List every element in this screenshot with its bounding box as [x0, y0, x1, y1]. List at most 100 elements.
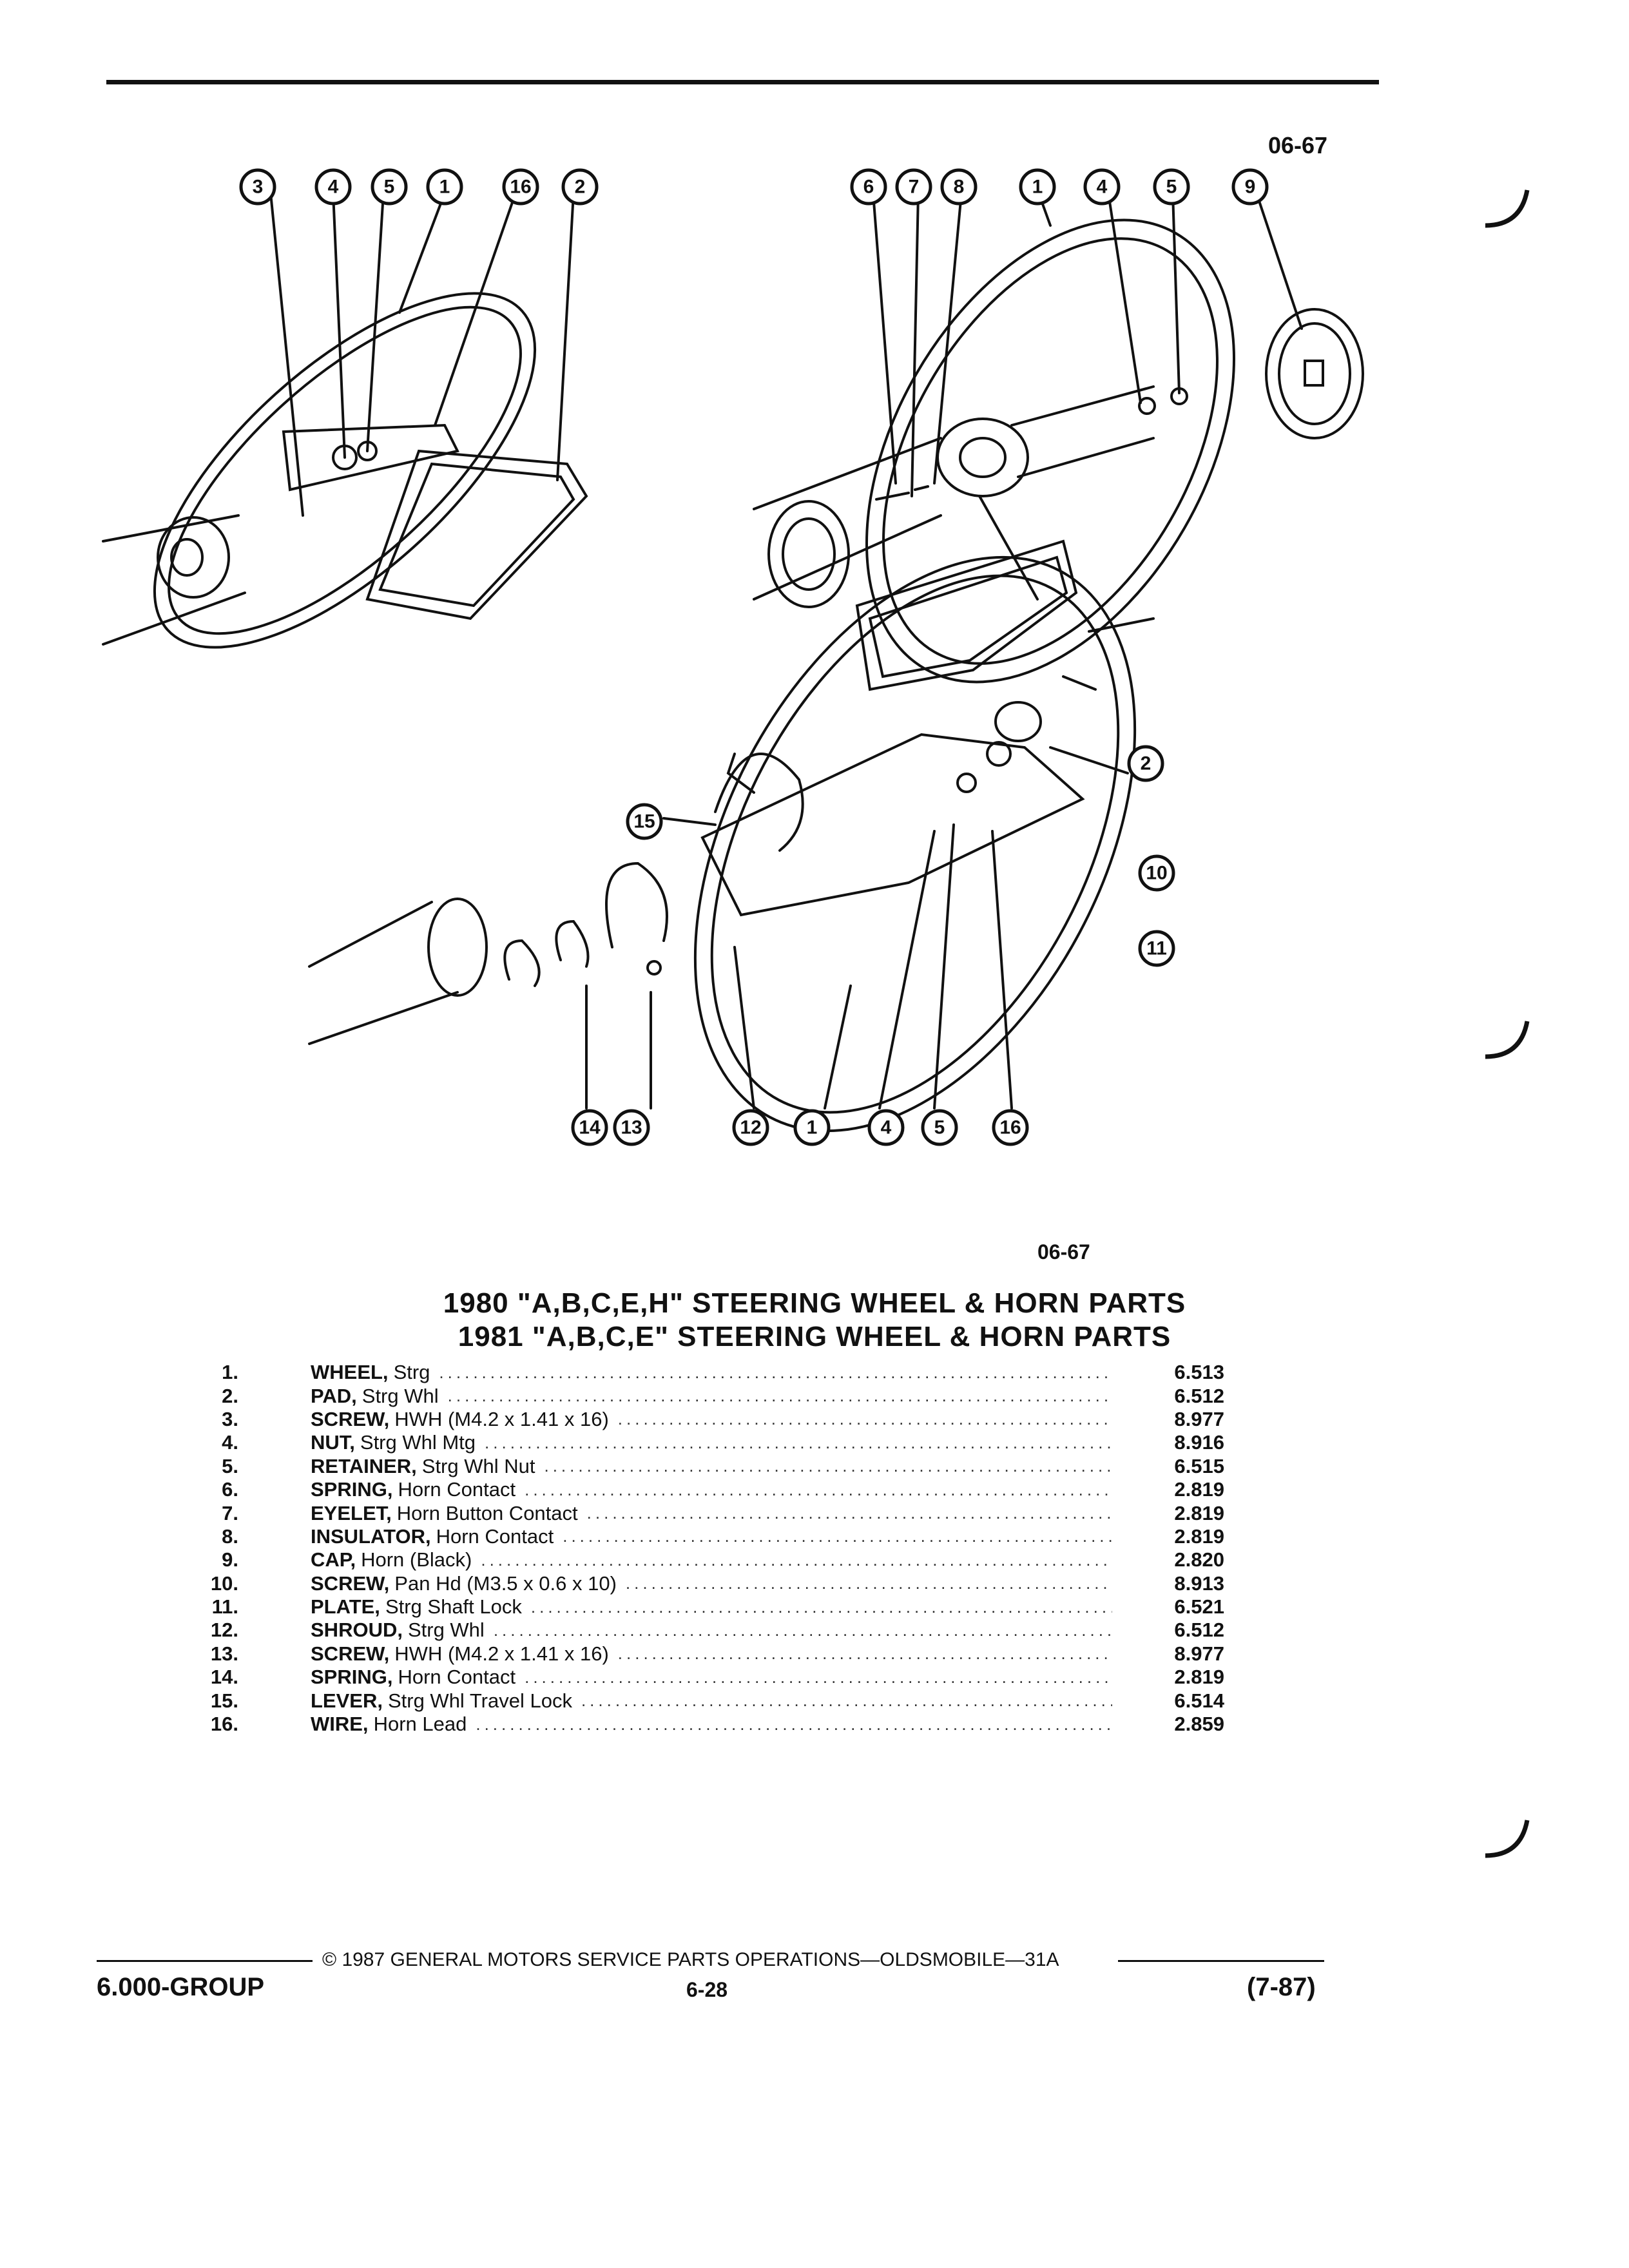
part-name: NUT, [311, 1431, 355, 1454]
group-code: 2.819 [1174, 1666, 1224, 1689]
part-row: 13.SCREW,HWH (M4.2 x 1.41 x 16).........… [193, 1642, 1224, 1666]
svg-text:14: 14 [579, 1117, 601, 1139]
part-name: SCREW, [311, 1571, 390, 1595]
leader-dots: ........................................… [525, 1667, 1112, 1687]
svg-text:9: 9 [1245, 177, 1256, 198]
part-row: 4. NUT,Strg Whl Mtg......................… [193, 1431, 1224, 1454]
group-code: 2.820 [1174, 1548, 1224, 1571]
callout-tr-1: 7 [895, 168, 932, 206]
footer-rule-right [1118, 1960, 1324, 1962]
leader-dots: ........................................… [544, 1456, 1112, 1476]
part-name: SCREW, [311, 1407, 390, 1430]
callout-tl-3: 1 [426, 168, 463, 206]
callout-tl-5: 2 [561, 168, 599, 206]
part-number: 12. [210, 1619, 238, 1642]
part-description: Horn Contact [398, 1666, 516, 1689]
group-code: 2.819 [1174, 1524, 1224, 1548]
part-description: Strg Shaft Lock [385, 1595, 522, 1619]
svg-text:1: 1 [807, 1117, 818, 1139]
diagram-top-left [102, 192, 588, 649]
part-row: 15. LEVER,Strg Whl Travel Lock...........… [193, 1689, 1224, 1712]
leader-dots: ........................................… [485, 1432, 1112, 1452]
part-description: Strg Whl Mtg [360, 1431, 476, 1454]
revision-date: (7-87) [1247, 1973, 1316, 2001]
part-row: 5.RETAINER,Strg Whl Nut.................… [193, 1455, 1224, 1478]
callout-tr-0: 6 [850, 168, 887, 206]
part-description: Strg Whl Nut [421, 1454, 535, 1477]
group-code: 8.977 [1174, 1407, 1224, 1430]
svg-text:1: 1 [1032, 177, 1043, 198]
part-number: 8. [222, 1524, 238, 1548]
part-name: SHROUD, [311, 1619, 403, 1642]
part-number: 13. [210, 1642, 238, 1665]
callout-tr-6: 9 [1231, 168, 1269, 206]
callout-b-5: 5 [921, 1109, 958, 1146]
svg-text:4: 4 [1097, 177, 1108, 198]
part-description: Strg Whl Travel Lock [387, 1689, 572, 1712]
svg-text:12: 12 [740, 1117, 761, 1139]
callout-b-2: 12 [732, 1109, 769, 1146]
svg-text:2: 2 [1141, 753, 1152, 774]
svg-text:8: 8 [954, 177, 965, 198]
callout-tr-3: 1 [1019, 168, 1056, 206]
binding-mark [1485, 1021, 1530, 1059]
copyright: © 1987 GENERAL MOTORS SERVICE PARTS OPER… [322, 1949, 1059, 1970]
part-number: 3. [222, 1407, 238, 1430]
part-number: 2. [222, 1384, 238, 1407]
leader-dots: ........................................… [581, 1691, 1112, 1711]
leader-dots: ........................................… [563, 1526, 1112, 1546]
svg-text:13: 13 [621, 1117, 642, 1139]
callout-tl-0: 3 [239, 168, 276, 206]
part-row: 16.WIRE,Horn Lead.......................… [193, 1713, 1224, 1736]
title-1981: 1981 "A,B,C,E" STEERING WHEEL & HORN PAR… [458, 1321, 1171, 1352]
svg-text:10: 10 [1146, 863, 1167, 884]
callout-b-3: 1 [793, 1109, 831, 1146]
binding-mark [1485, 189, 1530, 228]
part-number: 4. [222, 1431, 238, 1454]
leader-dots: ........................................… [525, 1479, 1112, 1499]
title-1980: 1980 "A,B,C,E,H" STEERING WHEEL & HORN P… [443, 1287, 1186, 1319]
part-name: SPRING, [311, 1478, 393, 1501]
part-name: PLATE, [311, 1595, 380, 1619]
callout-b-4: 4 [867, 1109, 905, 1146]
group-code: 6.515 [1174, 1454, 1224, 1477]
callout-rs-0: 2 [1127, 745, 1164, 782]
svg-text:5: 5 [934, 1117, 945, 1139]
part-name: INSULATOR, [311, 1524, 431, 1548]
svg-text:7: 7 [909, 177, 920, 198]
figure-code: 06-67 [1268, 132, 1328, 159]
footer-rule-left [97, 1960, 313, 1962]
svg-text:3: 3 [253, 177, 264, 198]
group-code: 6.512 [1174, 1384, 1224, 1407]
group-code: 2.819 [1174, 1501, 1224, 1524]
leader-dots: ........................................… [617, 1409, 1112, 1429]
group-code: 8.916 [1174, 1431, 1224, 1454]
svg-text:5: 5 [384, 177, 395, 198]
part-row: 3.SCREW,HWH (M4.2 x 1.41 x 16)..........… [193, 1408, 1224, 1431]
part-name: WHEEL, [311, 1361, 389, 1384]
callout-rs-2: 11 [1138, 930, 1175, 967]
part-name: LEVER, [311, 1689, 383, 1712]
parts-list: 1.WHEEL,Strg............................… [193, 1361, 1224, 1736]
diagram-bottom [308, 539, 1155, 1133]
svg-text:4: 4 [881, 1117, 892, 1139]
part-name: RETAINER, [311, 1454, 417, 1477]
part-number: 9. [222, 1548, 238, 1571]
svg-text:5: 5 [1166, 177, 1177, 198]
figure-caption-code: 06-67 [1037, 1240, 1090, 1264]
callout-b-0: 14 [571, 1109, 608, 1146]
callout-rs-1: 10 [1138, 854, 1175, 892]
leader-dots: ........................................… [447, 1386, 1112, 1406]
part-description: Horn Contact [436, 1524, 554, 1548]
part-row: 14.SPRING,Horn Contact..................… [193, 1666, 1224, 1689]
part-number: 1. [222, 1361, 238, 1384]
svg-text:11: 11 [1146, 938, 1167, 959]
part-row: 7.EYELET,Horn Button Contact............… [193, 1501, 1224, 1524]
part-number: 7. [222, 1501, 238, 1524]
part-description: HWH (M4.2 x 1.41 x 16) [394, 1642, 609, 1665]
leader-dots: ........................................… [493, 1620, 1112, 1640]
part-number: 15. [210, 1689, 238, 1712]
svg-text:16: 16 [999, 1117, 1021, 1139]
group-code: 2.859 [1174, 1713, 1224, 1736]
exploded-diagram: 3 4 5 1 16 2 6 7 8 1 4 5 9 2 10 11 1 5 14… [102, 168, 1364, 1146]
